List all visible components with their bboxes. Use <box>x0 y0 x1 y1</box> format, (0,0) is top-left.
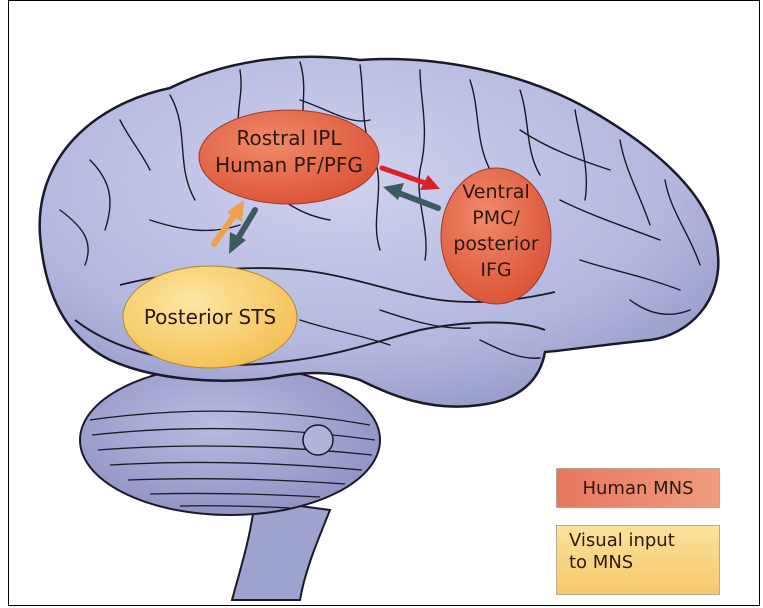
posterior-sts-label: Posterior STS <box>144 305 276 329</box>
rostral-ipl-label-line2: Human PF/PFG <box>215 153 363 177</box>
ventral-pmc-label-line2: PMC/ <box>472 207 520 229</box>
legend-human-mns: Human MNS <box>556 468 720 508</box>
cerebrum <box>40 57 719 407</box>
cerebellum <box>80 365 380 515</box>
legend-visual-input: Visual input to MNS <box>556 525 720 595</box>
rostral-ipl-label-line1: Rostral IPL <box>237 126 343 150</box>
region-ventral-pmc: Ventral PMC/ posterior IFG <box>441 168 551 304</box>
ventral-pmc-label-line3: posterior <box>453 233 538 255</box>
legend-visual-input-line1: Visual input <box>569 530 719 552</box>
region-posterior-sts: Posterior STS <box>123 266 297 368</box>
legend-human-mns-label: Human MNS <box>582 478 693 499</box>
ventral-pmc-label-line4: IFG <box>480 259 511 281</box>
ventral-pmc-label-line1: Ventral <box>462 181 529 203</box>
legend-visual-input-line2: to MNS <box>569 552 719 574</box>
region-rostral-ipl: Rostral IPL Human PF/PFG <box>199 110 379 204</box>
